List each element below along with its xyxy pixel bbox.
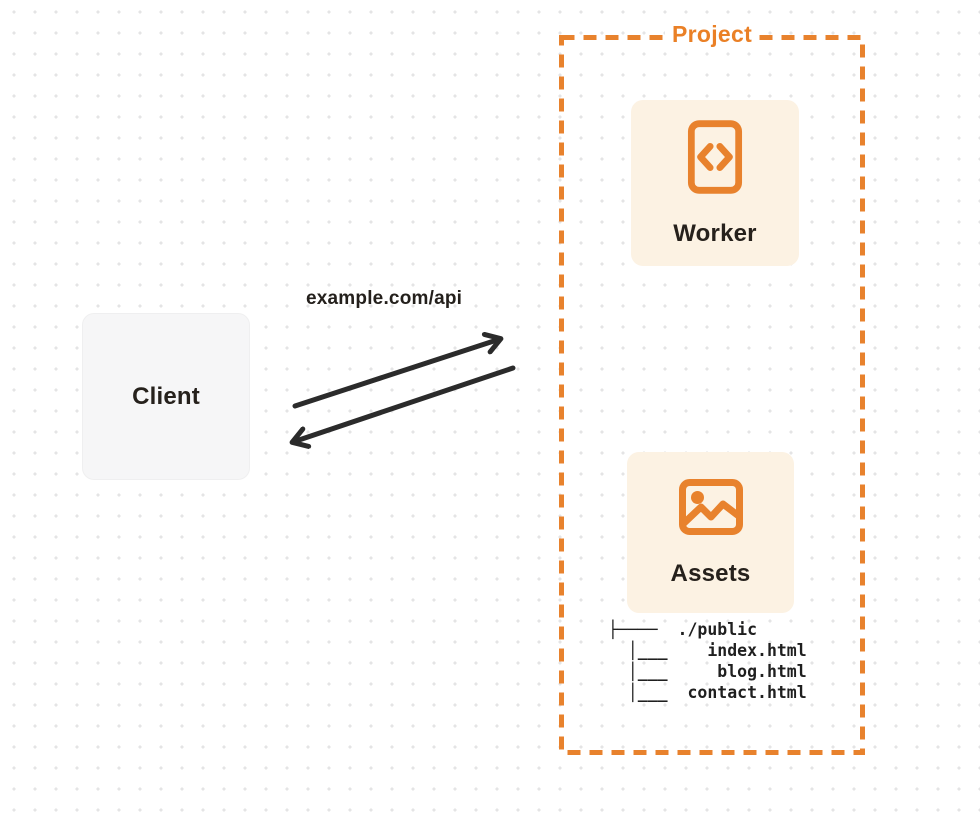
response-arrow [293, 365, 516, 442]
assets-label: Assets [670, 559, 751, 587]
assets-node: Assets [627, 452, 794, 613]
client-label: Client [132, 382, 200, 410]
request-arrow [292, 339, 500, 409]
file-tree-line: │___ blog.html [608, 662, 807, 681]
worker-label: Worker [673, 220, 757, 247]
project-label: Project [664, 21, 760, 48]
project-container: Project Worker Assets ├──── ./publ [559, 21, 865, 755]
file-tree-line: │___ contact.html [608, 683, 807, 702]
client-node: Client [82, 313, 250, 480]
code-file-icon [687, 120, 743, 194]
request-url-label: example.com/api [306, 288, 463, 309]
worker-node: Worker [631, 100, 799, 266]
image-icon [678, 478, 743, 535]
file-tree-line: │___ index.html [608, 641, 807, 660]
file-tree-line: ├──── ./public [608, 620, 758, 639]
assets-file-tree: ├──── ./public │___ index.html │___ blog… [608, 619, 807, 703]
project-dashed-border [559, 35, 865, 755]
